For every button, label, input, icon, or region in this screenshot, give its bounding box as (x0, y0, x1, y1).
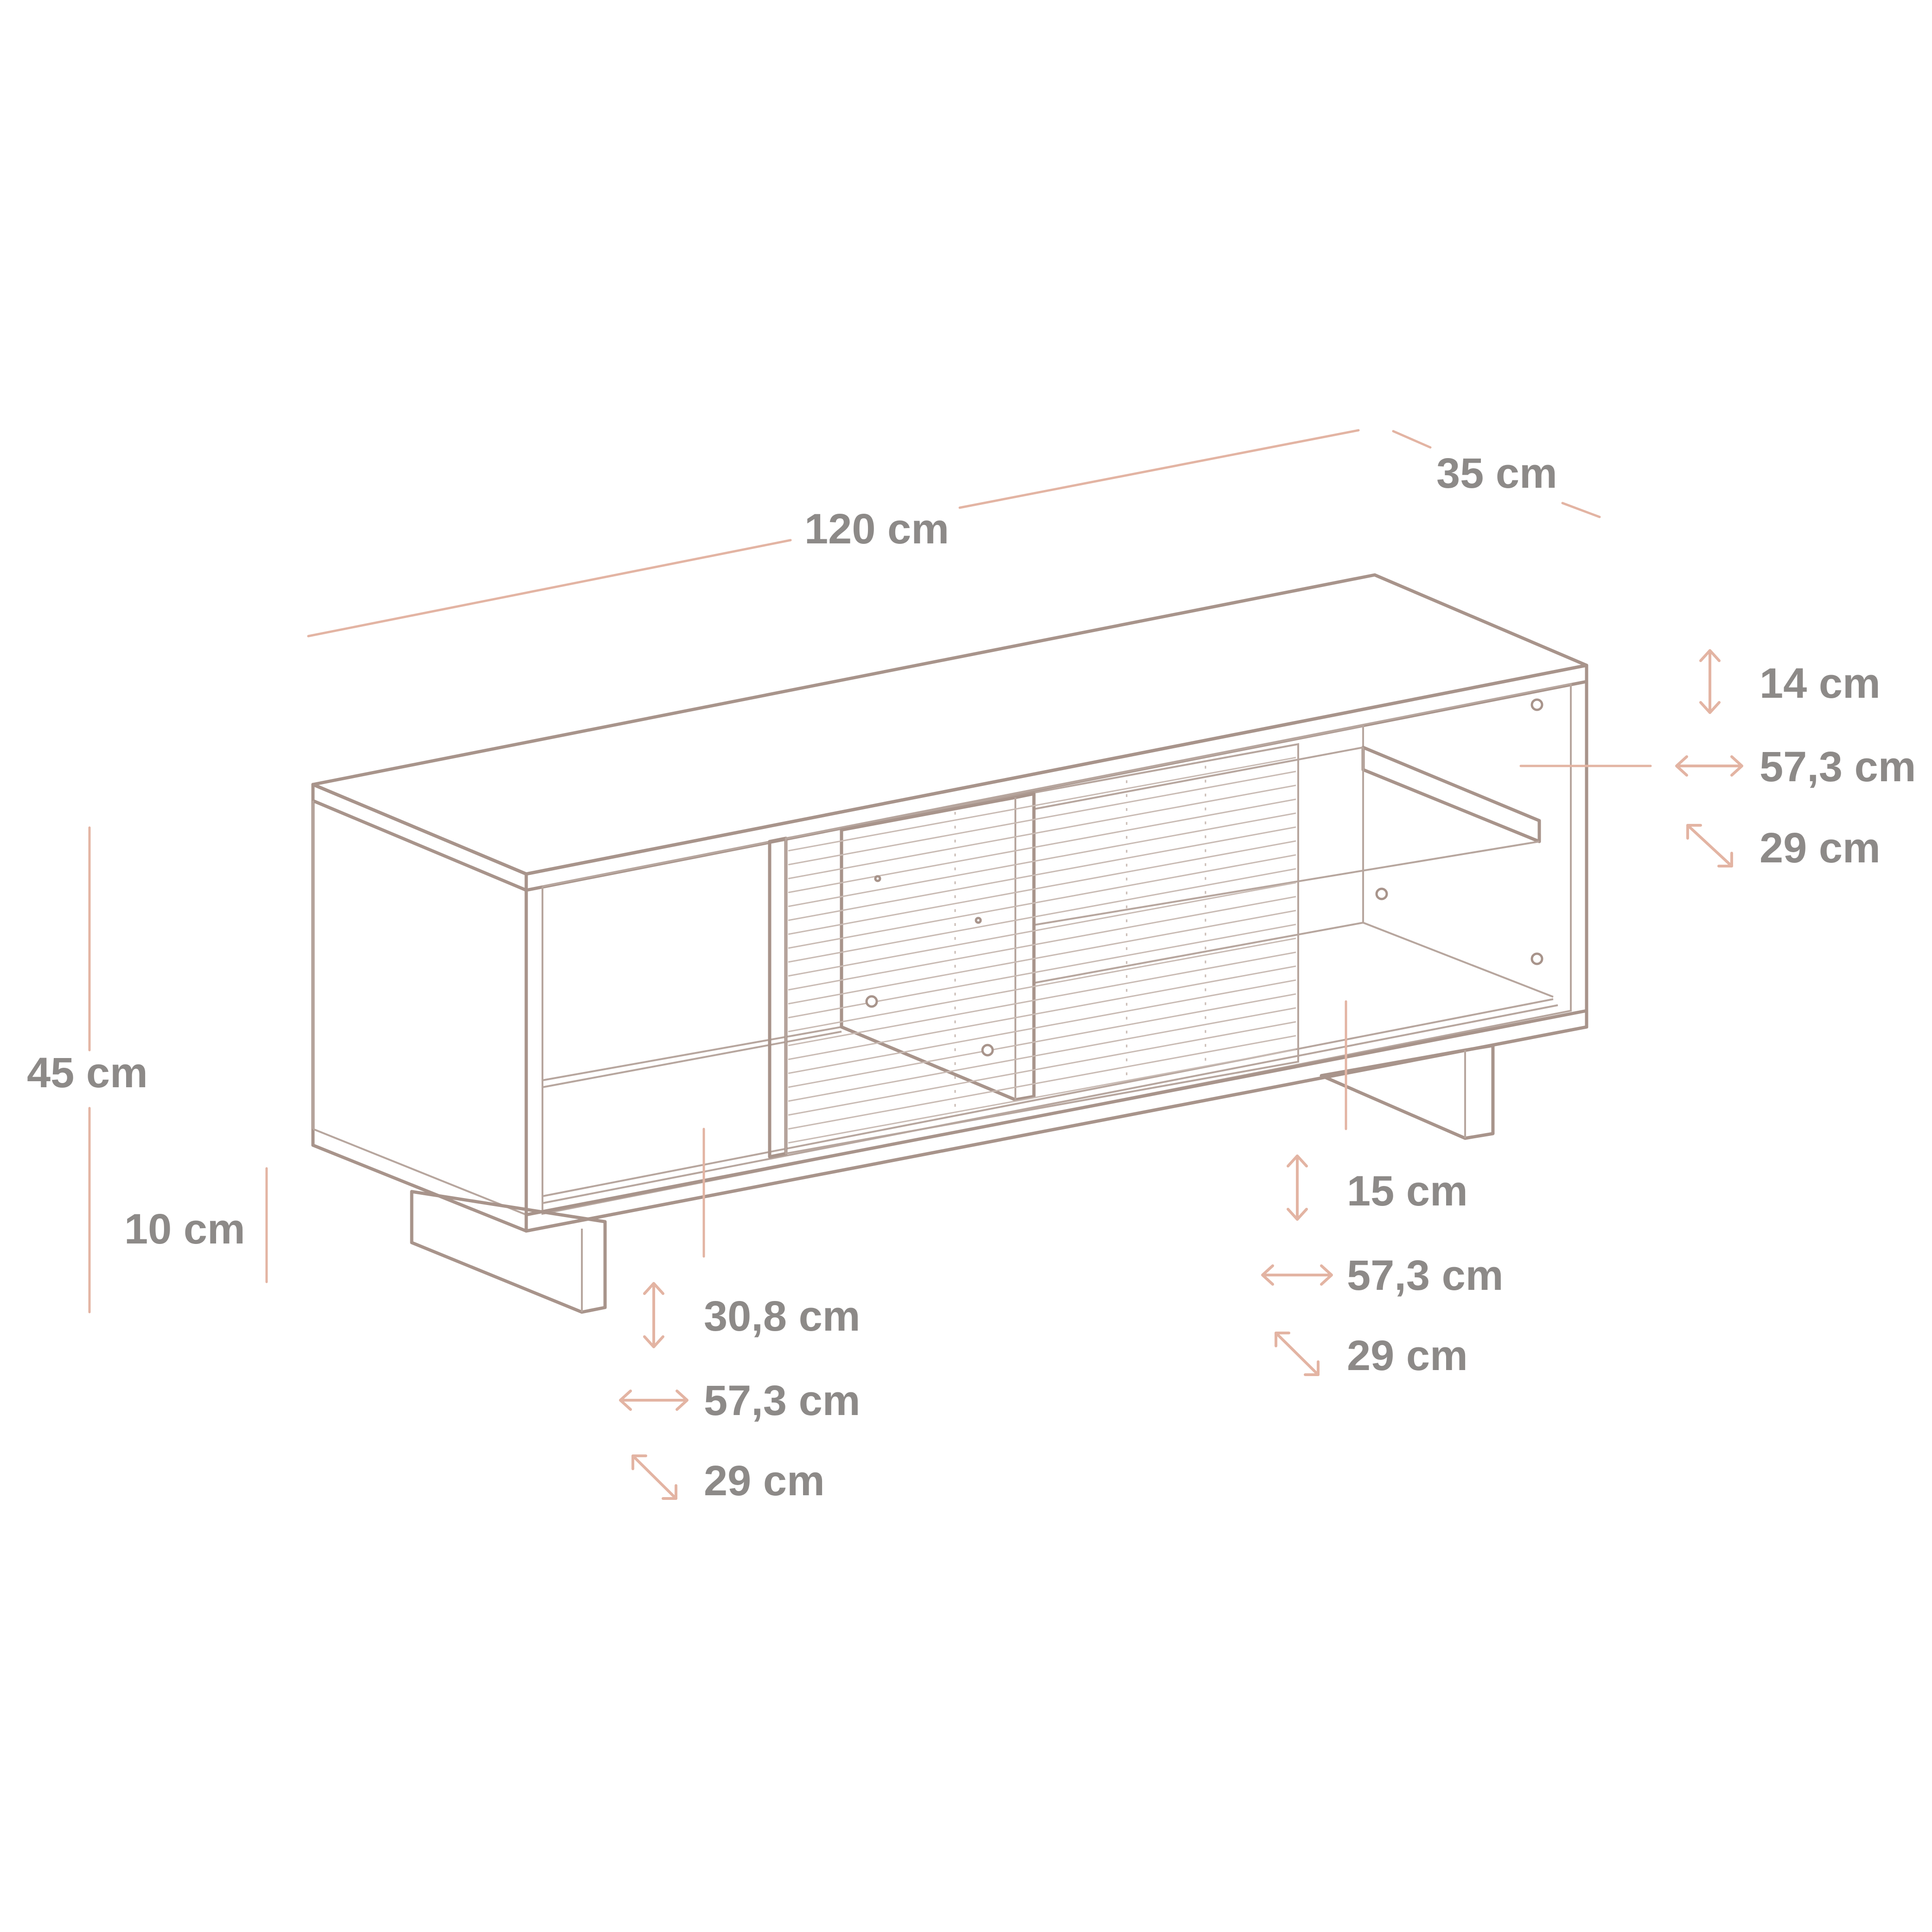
slat-line (788, 937, 1296, 1033)
screw-4 (865, 995, 878, 1008)
slat-line (788, 798, 1296, 893)
slat-line (788, 924, 1296, 1019)
horizontal-arrow-icon (1261, 1264, 1333, 1286)
right-compartment-shelf (1361, 746, 1541, 843)
slat-line (788, 1049, 1296, 1144)
left-height-label: 30,8 cm (704, 1293, 861, 1340)
screw-3 (1375, 887, 1388, 900)
left-leg (410, 1190, 607, 1314)
screw-5 (981, 1044, 994, 1057)
right-shelf-back (1033, 746, 1364, 810)
slat-line (788, 1007, 1296, 1102)
slat-line (788, 965, 1296, 1060)
diagonal-arrow-icon (1686, 824, 1733, 867)
slat-line (788, 951, 1296, 1046)
slat-line (788, 757, 1296, 852)
slat-line (788, 840, 1296, 935)
cabinet-bottom-edge (524, 1009, 1588, 1233)
right-leg (1320, 1044, 1495, 1140)
right-upper-height-label: 14 cm (1760, 660, 1881, 707)
screw-1 (1530, 698, 1543, 711)
right-lower-back-line (1033, 922, 1364, 984)
vertical-arrow-icon (1287, 1154, 1308, 1221)
inner-back-top-line (542, 725, 1364, 887)
depth-dimension-line-top (1392, 430, 1432, 449)
slat-line (788, 812, 1296, 907)
cabinet-left-side-panel (311, 783, 528, 1233)
total-height-label: 45 cm (27, 1049, 148, 1097)
cabinet-top-panel (311, 573, 1588, 876)
left-side-bottom-edge (312, 1128, 527, 1216)
right-upper-width-label: 57,3 cm (1760, 743, 1916, 791)
slat-line (788, 979, 1296, 1074)
slat-line (788, 910, 1296, 1005)
width-dimension-line-left (307, 539, 792, 638)
sliding-door-left (768, 743, 1299, 1159)
diagonal-arrow-icon (631, 1454, 677, 1500)
diagonal-arrow-icon (1275, 1332, 1320, 1376)
right-lower-height-label: 15 cm (1347, 1167, 1468, 1215)
slat-line (788, 882, 1296, 977)
screw-6 (874, 875, 881, 882)
right-lower-inner (1363, 922, 1554, 998)
slat-line (788, 854, 1296, 949)
right-upper-depth-label: 29 cm (1760, 824, 1881, 872)
width-dimension-line-right (958, 429, 1360, 509)
leg-height-label: 10 cm (124, 1205, 245, 1253)
tv-cabinet-drawing (311, 573, 1588, 1314)
slatted-door-texture (788, 757, 1296, 1144)
depth-dimension-line-bottom (1561, 502, 1601, 518)
screw-2 (1530, 952, 1543, 965)
vertical-arrow-icon (1699, 649, 1721, 714)
front-frame-inner (542, 682, 1572, 1215)
slat-line (788, 771, 1296, 866)
arrow-icons (619, 649, 1743, 1500)
screw-7 (975, 917, 982, 924)
left-width-label: 57,3 cm (704, 1377, 861, 1424)
horizontal-arrow-icon (1675, 755, 1743, 777)
cabinet-top-front-edge (311, 783, 528, 892)
slat-line (788, 784, 1296, 880)
right-lower-width-label: 57,3 cm (1347, 1252, 1504, 1299)
total-width-label: 120 cm (804, 505, 949, 553)
left-shelf-front (542, 1031, 842, 1088)
right-shelf-front (1033, 841, 1540, 926)
slat-line (788, 826, 1296, 921)
sliding-rail-1 (542, 998, 1554, 1197)
total-depth-label: 35 cm (1436, 450, 1557, 497)
slat-line (788, 896, 1296, 991)
dimension-labels: 120 cm 35 cm 45 cm 10 cm 14 cm 57,3 cm 2… (27, 450, 1916, 1505)
sliding-rail-2 (542, 1004, 1558, 1204)
left-depth-label: 29 cm (704, 1457, 825, 1505)
slat-line (788, 993, 1296, 1088)
slat-line (788, 1021, 1296, 1116)
dimension-lines (88, 429, 1652, 1314)
slat-line (788, 1035, 1296, 1130)
slat-line (788, 868, 1296, 963)
right-lower-depth-label: 29 cm (1347, 1332, 1468, 1379)
vertical-arrow-icon (643, 1282, 664, 1348)
horizontal-arrow-icon (619, 1390, 689, 1411)
